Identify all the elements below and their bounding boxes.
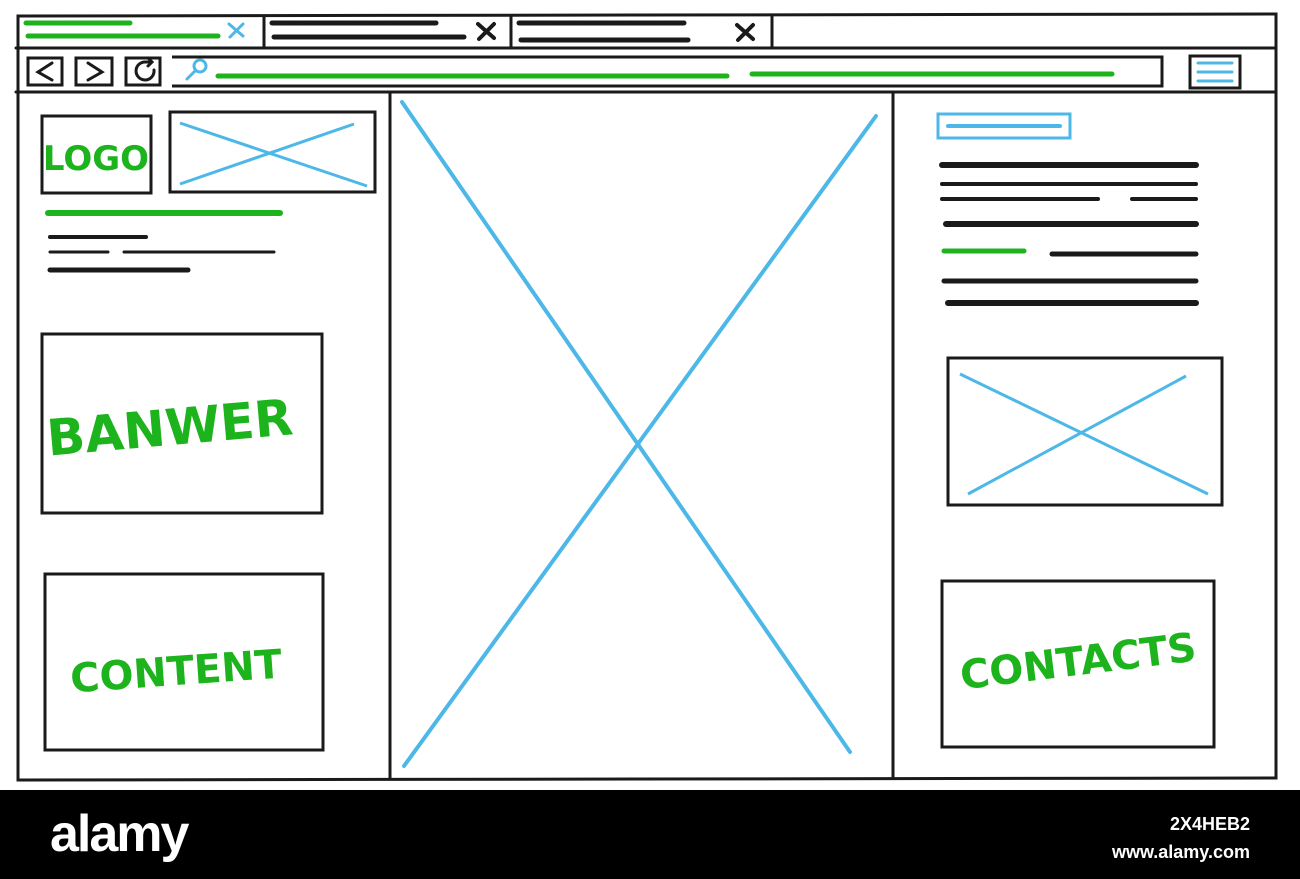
- content-label: CONTENT: [69, 642, 285, 703]
- sidebar-heading: [936, 112, 1072, 140]
- tab-1[interactable]: [23, 20, 245, 39]
- browser-window-frame: [14, 12, 1278, 782]
- left-panel: LOGO BANWER CONTENT: [40, 110, 377, 752]
- column-dividers: [388, 92, 895, 780]
- stock-watermark-bar: alamy 2X4HEB2 www.alamy.com: [0, 790, 1300, 879]
- right-panel: CONTACTS: [936, 112, 1224, 749]
- back-button[interactable]: [26, 56, 64, 87]
- reload-button[interactable]: [124, 56, 162, 87]
- banner-label: BANWER: [45, 388, 296, 467]
- contacts-label: CONTACTS: [958, 625, 1199, 700]
- logo[interactable]: LOGO: [40, 114, 153, 195]
- search-icon: [185, 58, 208, 81]
- content-block[interactable]: CONTENT: [43, 572, 325, 752]
- close-icon[interactable]: [476, 22, 496, 41]
- stock-url: www.alamy.com: [1111, 842, 1250, 862]
- intro-text: [45, 210, 283, 273]
- stock-image-id: 2X4HEB2: [1169, 814, 1250, 834]
- tab-2[interactable]: [269, 20, 496, 41]
- hamburger-menu-icon: [1196, 61, 1234, 83]
- forward-arrow-icon: [86, 61, 105, 82]
- contacts-block[interactable]: CONTACTS: [940, 579, 1216, 749]
- navigation-bar: [26, 54, 1242, 90]
- back-arrow-icon: [35, 61, 54, 82]
- side-image-placeholder: [946, 356, 1224, 507]
- header-image-placeholder: [168, 110, 377, 194]
- wireframe-sketch: LOGO BANWER CONTENT: [14, 12, 1278, 782]
- tab-3[interactable]: [516, 20, 755, 43]
- close-icon[interactable]: [735, 23, 755, 42]
- reload-icon: [134, 56, 156, 82]
- main-image-placeholder: [400, 100, 878, 768]
- tab-bar: [23, 16, 774, 48]
- stock-brand-logo: alamy: [50, 805, 189, 863]
- hamburger-menu-button[interactable]: [1188, 54, 1242, 90]
- sidebar-text: [939, 162, 1199, 306]
- address-bar[interactable]: [172, 55, 1164, 88]
- close-icon[interactable]: [227, 22, 245, 39]
- logo-label: LOGO: [43, 139, 149, 179]
- forward-button[interactable]: [74, 56, 114, 87]
- banner[interactable]: BANWER: [40, 332, 324, 515]
